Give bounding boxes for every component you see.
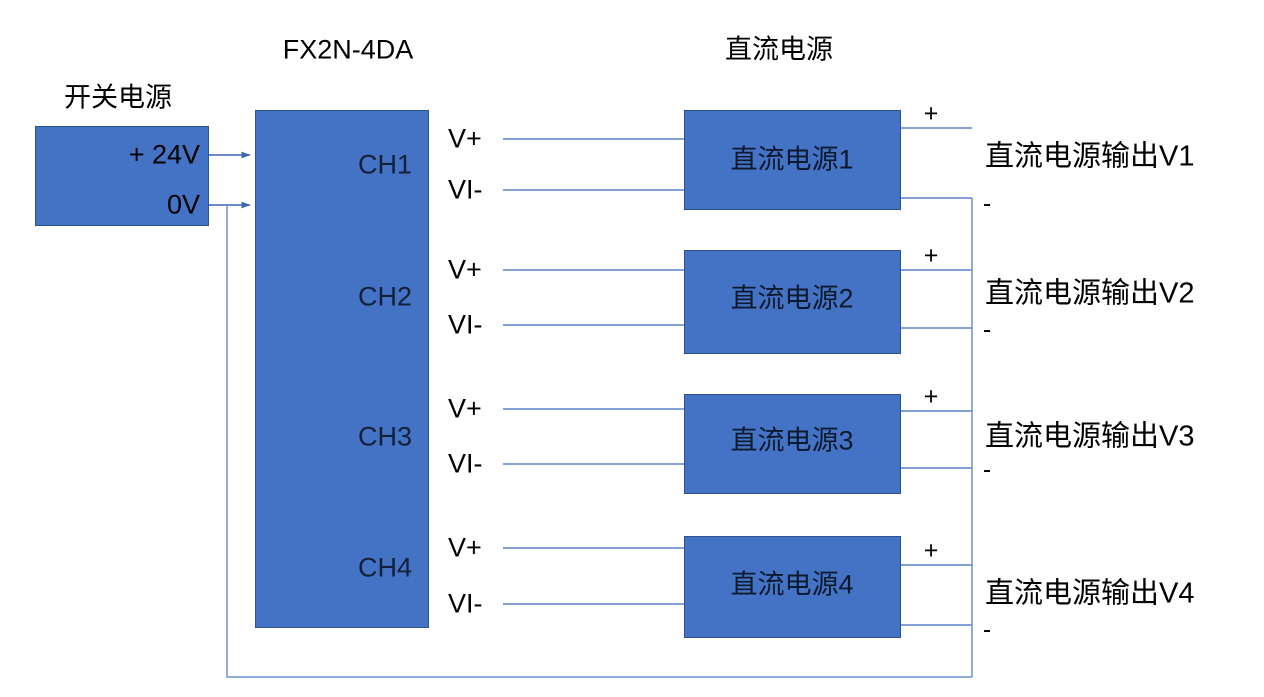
polarity-minus-4: - — [982, 615, 992, 644]
plc-module-title: FX2N-4DA — [282, 34, 414, 65]
channel-label-ch3: CH3 — [357, 421, 412, 452]
terminal-ch1-vplus: V+ — [448, 123, 482, 154]
polarity-minus-3: - — [982, 455, 992, 484]
switch-supply-title: 开关电源 — [64, 82, 172, 113]
polarity-minus-2: - — [982, 315, 992, 344]
terminal-24v-label: + 24V — [128, 139, 200, 170]
dc-supply-box-3 — [684, 394, 901, 494]
terminal-ch2-vplus: V+ — [448, 254, 482, 285]
dc-supply-label-4: 直流电源4 — [730, 569, 854, 600]
switch-power-supply-box — [35, 126, 209, 226]
terminal-ch1-vi-minus: VI- — [448, 174, 483, 205]
channel-label-ch1: CH1 — [357, 149, 412, 180]
polarity-plus-3: + — [923, 382, 939, 411]
terminal-ch4-vplus: V+ — [448, 532, 482, 563]
terminal-ch3-vi-minus: VI- — [448, 448, 483, 479]
dc-output-label-3: 直流电源输出V3 — [985, 420, 1195, 453]
polarity-plus-1: + — [923, 99, 939, 128]
wire-common-return-bus — [226, 205, 972, 678]
polarity-minus-1: - — [982, 189, 992, 218]
fx2n-4da-module-box — [255, 110, 429, 628]
terminal-ch2-vi-minus: VI- — [448, 309, 483, 340]
terminal-ch3-vplus: V+ — [448, 393, 482, 424]
dc-supply-box-2 — [684, 250, 901, 354]
channel-label-ch2: CH2 — [357, 281, 412, 312]
dc-supply-group-title: 直流电源 — [725, 34, 833, 65]
dc-output-label-4: 直流电源输出V4 — [985, 577, 1195, 610]
dc-supply-box-4 — [684, 536, 901, 638]
dc-output-label-1: 直流电源输出V1 — [985, 140, 1195, 173]
dc-supply-label-3: 直流电源3 — [730, 425, 854, 456]
channel-label-ch4: CH4 — [357, 552, 412, 583]
dc-supply-label-1: 直流电源1 — [730, 144, 854, 175]
polarity-plus-2: + — [923, 241, 939, 270]
dc-supply-box-1 — [684, 110, 901, 210]
dc-output-label-2: 直流电源输出V2 — [985, 277, 1195, 310]
terminal-ch4-vi-minus: VI- — [448, 588, 483, 619]
polarity-plus-4: + — [923, 536, 939, 565]
terminal-0v-label: 0V — [166, 189, 200, 220]
dc-supply-label-2: 直流电源2 — [730, 283, 854, 314]
